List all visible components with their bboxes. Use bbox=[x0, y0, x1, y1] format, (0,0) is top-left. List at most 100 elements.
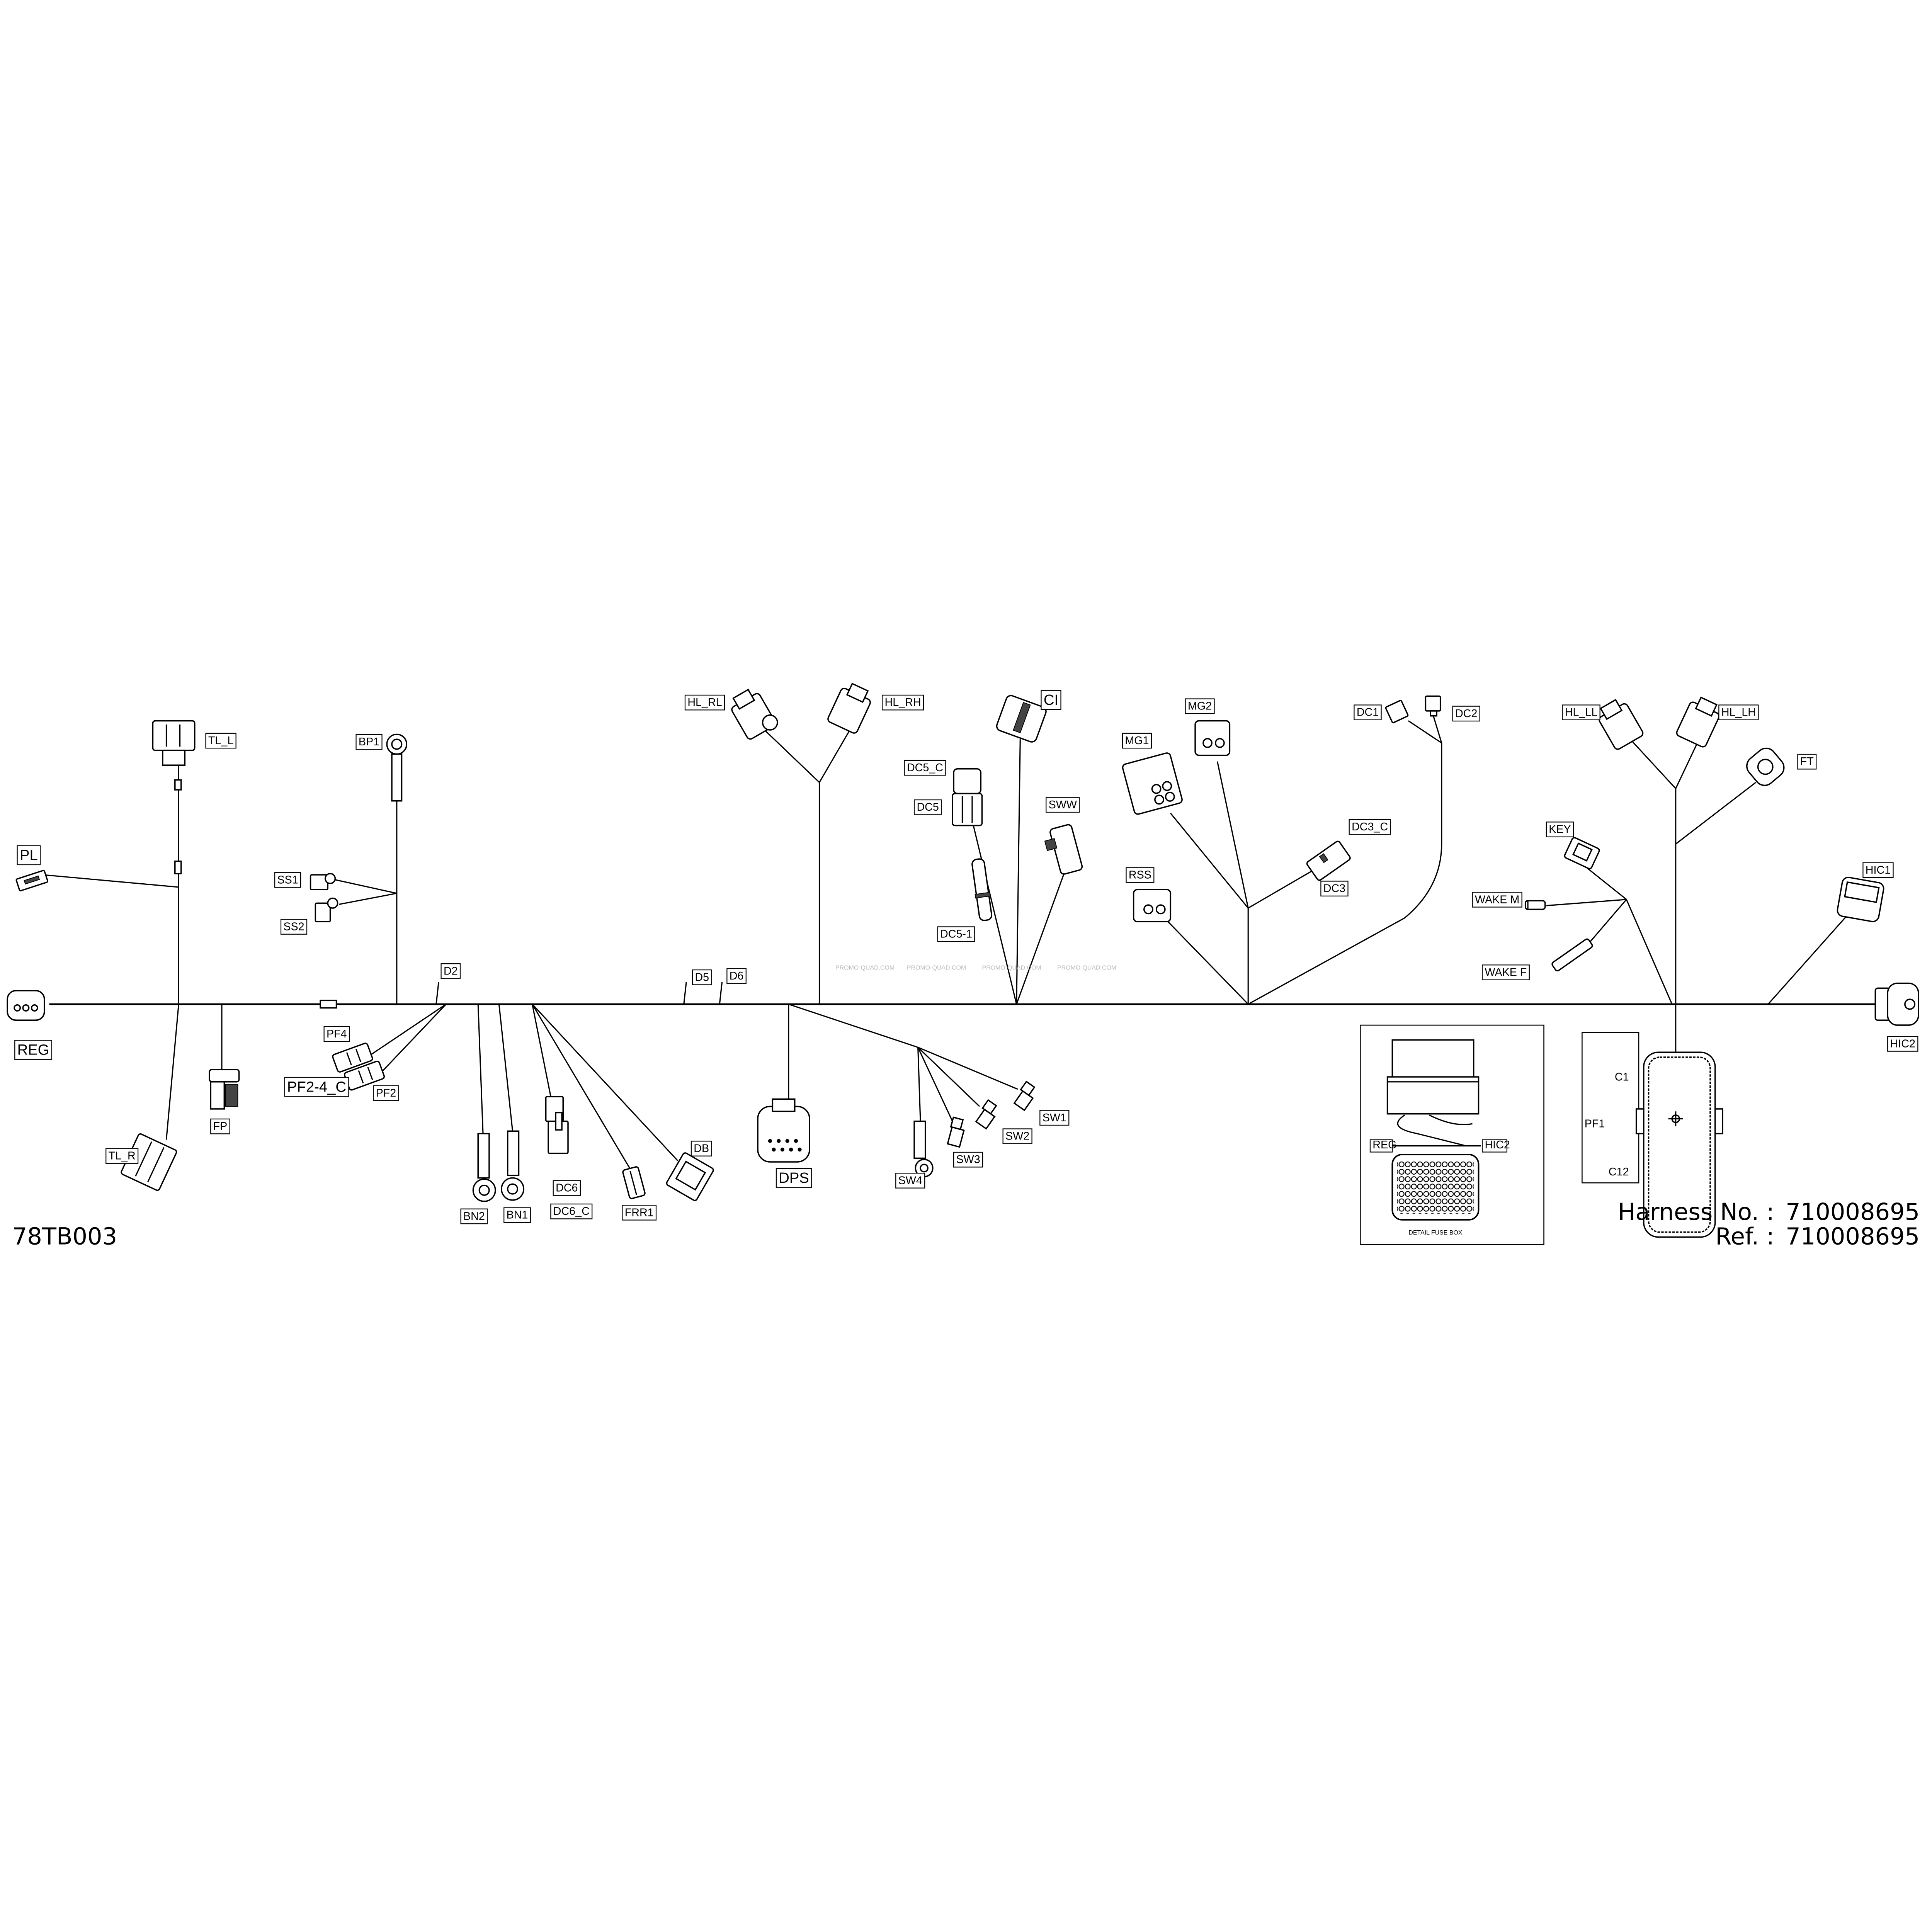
connector-rss[interactable] bbox=[1133, 889, 1172, 922]
label-key: KEY bbox=[1546, 821, 1574, 837]
terminal-wake-m[interactable] bbox=[1524, 900, 1546, 910]
svg-text:DC5_C: DC5_C bbox=[907, 762, 943, 774]
connector-hl-lh[interactable] bbox=[1675, 694, 1723, 748]
wire-frr1 bbox=[532, 1004, 630, 1168]
wire-sw1 bbox=[918, 1046, 1018, 1090]
connector-hl-rh[interactable] bbox=[827, 680, 875, 734]
connector-ci[interactable] bbox=[995, 694, 1048, 743]
svg-text:WAKE M: WAKE M bbox=[1475, 893, 1519, 906]
svg-text:PROMO-QUAD.COM: PROMO-QUAD.COM bbox=[982, 965, 1041, 971]
wire-dc bbox=[1248, 720, 1442, 1005]
wire-hl-r bbox=[763, 729, 851, 784]
svg-text:DPS: DPS bbox=[779, 1170, 809, 1186]
svg-text:PROMO-QUAD.COM: PROMO-QUAD.COM bbox=[835, 965, 895, 971]
connector-reg[interactable] bbox=[7, 990, 45, 1021]
connector-fp[interactable] bbox=[209, 1069, 240, 1110]
ring-terminal-bn2[interactable] bbox=[472, 1133, 496, 1202]
svg-text:BN1: BN1 bbox=[507, 1209, 528, 1221]
label-pf2-4-c: PF2-4_C bbox=[284, 1077, 349, 1097]
connector-pl[interactable] bbox=[15, 870, 48, 891]
label-wake-f: WAKE F bbox=[1481, 964, 1530, 980]
terminal-dc5-1[interactable] bbox=[970, 858, 993, 921]
connector-dc3[interactable] bbox=[1306, 840, 1351, 881]
label-sw1: SW1 bbox=[1039, 1110, 1070, 1126]
connector-ss2[interactable] bbox=[315, 897, 338, 922]
connector-hl-rl[interactable] bbox=[727, 685, 780, 743]
svg-text:TL_R: TL_R bbox=[109, 1150, 136, 1162]
ring-terminal-bn1[interactable] bbox=[501, 1130, 524, 1201]
label-hl-ll: HL_LL bbox=[1562, 704, 1600, 720]
connector-tl-l[interactable] bbox=[152, 720, 196, 766]
label-dc3: DC3 bbox=[1320, 881, 1349, 896]
connector-hic2[interactable] bbox=[1874, 982, 1919, 1026]
svg-text:REG: REG bbox=[17, 1042, 49, 1058]
wire-sw4 bbox=[917, 1047, 921, 1121]
svg-text:SWW: SWW bbox=[1049, 799, 1077, 811]
svg-text:DC3: DC3 bbox=[1323, 883, 1345, 895]
svg-text:REG: REG bbox=[1372, 1139, 1396, 1151]
svg-text:SW4: SW4 bbox=[898, 1174, 922, 1187]
label-hic2: HIC2 bbox=[1887, 1036, 1918, 1052]
connector-ss1[interactable] bbox=[310, 873, 336, 891]
connector-dc6[interactable] bbox=[545, 1096, 569, 1154]
drawing-code: 78TB003 bbox=[12, 1223, 117, 1250]
fuse-grid bbox=[1397, 1160, 1474, 1214]
fuse-box-legend bbox=[1582, 1032, 1639, 1184]
connector-pf4-pf2[interactable] bbox=[332, 1041, 385, 1092]
svg-text:BP1: BP1 bbox=[359, 736, 379, 748]
svg-text:SW3: SW3 bbox=[956, 1153, 980, 1166]
harness-number-block: Harness No. : 710008695 Ref. : 710008695 bbox=[1618, 1199, 1920, 1250]
wire-hl-l bbox=[1632, 741, 1699, 790]
svg-text:FT: FT bbox=[1800, 755, 1814, 768]
connector-sww[interactable] bbox=[1042, 824, 1083, 877]
ring-terminal-bp1[interactable] bbox=[386, 733, 408, 802]
label-dc5: DC5 bbox=[913, 799, 942, 815]
splice-marker bbox=[174, 861, 182, 874]
ring-terminal-sw4[interactable] bbox=[913, 1121, 934, 1178]
wire-sww bbox=[1016, 868, 1066, 1005]
wire-ft bbox=[1675, 782, 1756, 845]
svg-text:PF4: PF4 bbox=[327, 1028, 347, 1040]
svg-text:SS2: SS2 bbox=[283, 921, 304, 933]
svg-text:BN2: BN2 bbox=[463, 1210, 485, 1223]
svg-text:WAKE F: WAKE F bbox=[1485, 966, 1527, 979]
wires bbox=[43, 714, 1876, 1168]
harness-number: 710008695 bbox=[1786, 1199, 1920, 1226]
connector-key[interactable] bbox=[1564, 837, 1600, 869]
connector-hl-ll[interactable] bbox=[1594, 696, 1644, 750]
svg-text:DB: DB bbox=[694, 1143, 709, 1155]
wire-ci bbox=[1016, 739, 1021, 1004]
watermark: PROMO-QUAD.COM PROMO-QUAD.COM PROMO-QUAD… bbox=[835, 965, 1116, 971]
connector-mg1[interactable] bbox=[1122, 752, 1183, 815]
fuse-box-pf1[interactable]: C1 PF1 C12 bbox=[1582, 1032, 1723, 1238]
label-sw2: SW2 bbox=[1002, 1128, 1032, 1144]
detail-fuse-box-inset: REG HIC2 DETAIL FUSE BOX bbox=[1360, 1024, 1544, 1245]
svg-text:DC6: DC6 bbox=[556, 1182, 578, 1194]
connector-mg2[interactable] bbox=[1194, 720, 1231, 756]
label-ft: FT bbox=[1797, 753, 1817, 770]
connector-dc1[interactable] bbox=[1385, 700, 1409, 723]
terminal-sw1[interactable] bbox=[1012, 1080, 1039, 1111]
connector-ft[interactable] bbox=[1743, 744, 1788, 789]
wire-dc3 bbox=[1248, 868, 1316, 909]
terminal-sw2[interactable] bbox=[974, 1099, 1000, 1130]
connector-dc2[interactable] bbox=[1425, 695, 1441, 717]
label-dc2: DC2 bbox=[1452, 706, 1480, 722]
connector-dps[interactable] bbox=[757, 1098, 810, 1163]
connector-hic1[interactable] bbox=[1837, 876, 1884, 922]
label-sw4: SW4 bbox=[895, 1173, 925, 1189]
fuse-first-label: C1 bbox=[1615, 1071, 1629, 1083]
connector-dc5[interactable] bbox=[952, 768, 983, 827]
connector-frr1[interactable] bbox=[622, 1166, 646, 1199]
svg-text:DC5-1: DC5-1 bbox=[940, 928, 972, 940]
detail-label-hic2: HIC2 bbox=[1481, 1139, 1510, 1153]
wire-pf bbox=[367, 1003, 447, 1079]
label-d2: D2 bbox=[440, 963, 461, 979]
terminal-sw3[interactable] bbox=[946, 1116, 966, 1148]
terminal-wake-f[interactable] bbox=[1551, 938, 1594, 972]
label-dc5-1: DC5-1 bbox=[937, 926, 975, 942]
wire-bn1 bbox=[498, 1004, 514, 1131]
connector-db[interactable] bbox=[666, 1152, 714, 1201]
svg-text:PL: PL bbox=[20, 847, 38, 864]
